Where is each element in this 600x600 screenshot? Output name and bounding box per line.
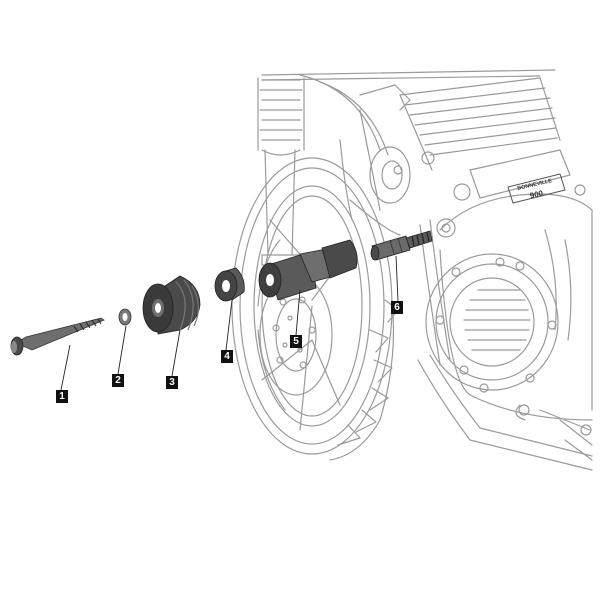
callout-4: 4	[221, 350, 233, 363]
callout-1: 1	[56, 390, 68, 403]
leader-lines	[60, 255, 399, 391]
callout-5: 5	[290, 335, 302, 348]
part-4-spacer	[214, 267, 245, 302]
engine-mount-boss	[369, 146, 411, 204]
callout-2: 2	[112, 374, 124, 387]
tire-tread	[329, 299, 399, 461]
side-cover	[425, 253, 559, 393]
exhaust-pipe	[417, 354, 593, 471]
callout-3: 3	[166, 376, 178, 389]
part-3-slider	[142, 275, 201, 335]
fork-spring	[257, 77, 305, 156]
front-wheel	[231, 157, 393, 455]
engine-case	[439, 149, 593, 421]
part-2-washer	[118, 308, 132, 326]
part-6-stud	[370, 230, 433, 261]
callout-6: 6	[391, 301, 403, 314]
engine-badge-line2: 900	[529, 189, 545, 201]
cylinder-fins	[359, 77, 561, 171]
part-5-bobbin	[258, 239, 358, 301]
part-1-bolt	[10, 317, 105, 356]
